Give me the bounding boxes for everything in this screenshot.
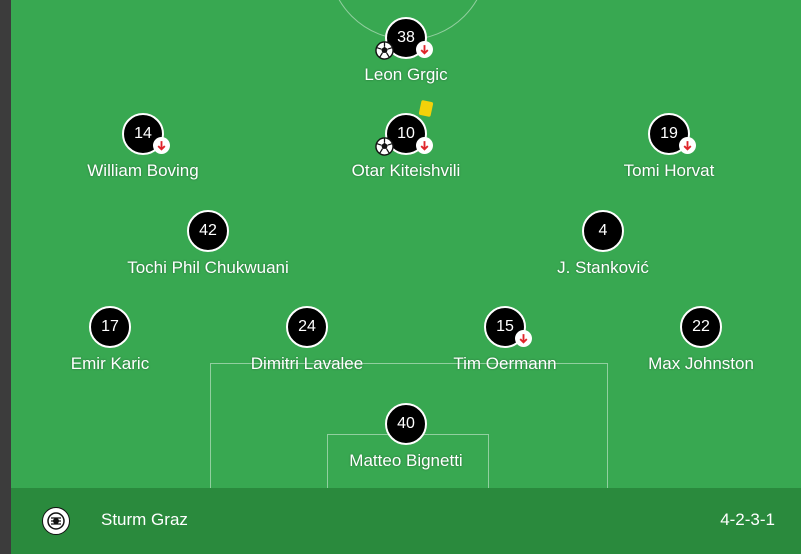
player-number[interactable]: 22 — [680, 306, 722, 348]
player-name[interactable]: Tomi Horvat — [623, 161, 715, 180]
player-number[interactable]: 42 — [187, 210, 229, 252]
player-number[interactable]: 24 — [286, 306, 328, 348]
player-name[interactable]: Leon Grgic — [364, 65, 448, 84]
goal-ball-icon — [375, 137, 394, 156]
substitution-out-icon — [515, 330, 532, 347]
penalty-area — [210, 363, 608, 488]
player-name[interactable]: William Boving — [87, 161, 199, 180]
substitution-out-icon — [416, 137, 433, 154]
sturm-graz-crest-icon[interactable] — [42, 507, 70, 535]
player-number[interactable]: 17 — [89, 306, 131, 348]
player-name[interactable]: Otar Kiteishvili — [351, 161, 461, 180]
player-name[interactable]: Tochi Phil Chukwuani — [127, 258, 289, 277]
player-name[interactable]: Dimitri Lavalee — [250, 354, 364, 373]
player-name[interactable]: J. Stanković — [557, 258, 649, 277]
goal-ball-icon — [375, 41, 394, 60]
player-number[interactable]: 4 — [582, 210, 624, 252]
substitution-out-icon — [679, 137, 696, 154]
substitution-out-icon — [416, 41, 433, 58]
team-name[interactable]: Sturm Graz — [101, 510, 188, 529]
player-name[interactable]: Max Johnston — [648, 354, 754, 373]
player-number[interactable]: 40 — [385, 403, 427, 445]
player-name[interactable]: Emir Karic — [70, 354, 150, 373]
team-bar — [11, 488, 801, 554]
substitution-out-icon — [153, 137, 170, 154]
player-name[interactable]: Matteo Bignetti — [349, 451, 463, 470]
formation-label: 4-2-3-1 — [720, 510, 775, 529]
player-name[interactable]: Tim Oermann — [453, 354, 557, 373]
